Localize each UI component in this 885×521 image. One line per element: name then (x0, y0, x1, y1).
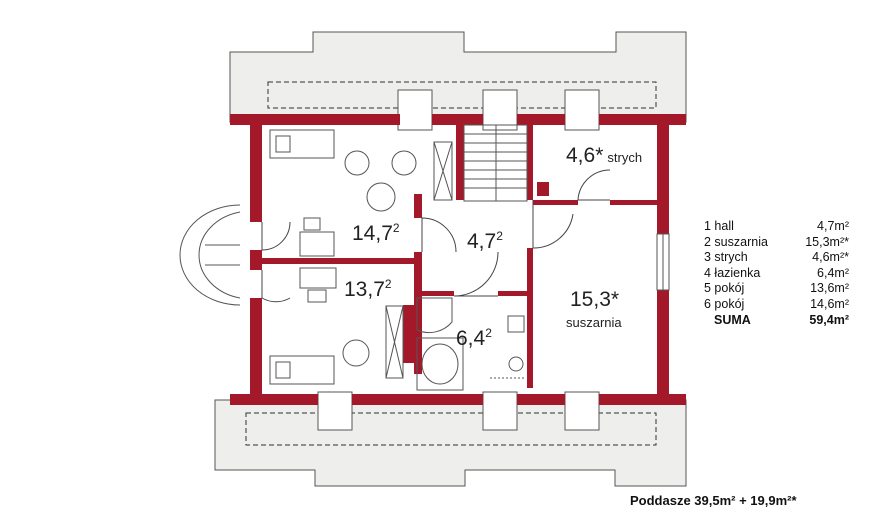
roof-dashed-line (245, 81, 657, 446)
doors (261, 169, 611, 303)
room-label-hall: 4,72 (467, 229, 503, 253)
walls (230, 114, 686, 405)
legend-row: 3 strych 4,6m²* (704, 250, 849, 266)
legend-room-area: 4,6m²* (812, 250, 849, 265)
room-legend: 1 hall 4,7m² 2 suszarnia 15,3m²* 3 strych 4,6… (704, 219, 849, 328)
furniture-room-2 (269, 267, 404, 385)
legend-room-area: 14,6m² (810, 296, 849, 311)
room-label-suszarnia-name: suszarnia (566, 315, 622, 330)
legend-row: 2 suszarnia 15,3m²* (704, 235, 849, 251)
legend-row: 5 pokój 13,6m² (704, 281, 849, 297)
legend-room-name: 6 pokój (704, 296, 745, 311)
legend-room-area: 4,7m² (817, 219, 849, 233)
chimney-vent (537, 182, 549, 196)
floor-caption: Poddasze 39,5m² + 19,9m²* (630, 493, 797, 508)
legend-room-name: 1 hall (704, 219, 734, 233)
legend-row: SUMA 59,4m² (704, 313, 849, 329)
legend-room-area: 15,3m²* (805, 234, 849, 249)
legend-room-name: SUMA (714, 312, 751, 327)
room-label-lazienka: 6,42 (456, 326, 492, 350)
legend-room-name: 3 strych (704, 250, 748, 265)
room-label-suszarnia-area: 15,3* (570, 288, 619, 311)
room-label-pokoj-1: 14,72 (352, 221, 400, 245)
bay-window (179, 204, 241, 306)
legend-room-name: 4 łazienka (704, 265, 761, 280)
room-label-pokoj-2: 13,72 (344, 277, 392, 301)
legend-room-area: 13,6m² (810, 281, 849, 296)
room-label-strych: 4,6*strych (566, 144, 642, 167)
bathroom-fixtures (416, 297, 525, 391)
legend-room-area: 59,4m² (809, 312, 849, 327)
staircase (463, 124, 528, 202)
side-window (656, 233, 670, 291)
legend-row: 1 hall 4,7m² (704, 219, 849, 235)
legend-room-area: 6,4m² (817, 265, 849, 280)
legend-row: 6 pokój 14,6m² (704, 297, 849, 313)
legend-room-name: 5 pokój (704, 281, 745, 296)
furniture-room-1 (269, 129, 453, 257)
legend-room-name: 2 suszarnia (704, 234, 768, 249)
legend-row: 4 łazienka 6,4m² (704, 266, 849, 282)
dormer-windows (317, 89, 600, 431)
